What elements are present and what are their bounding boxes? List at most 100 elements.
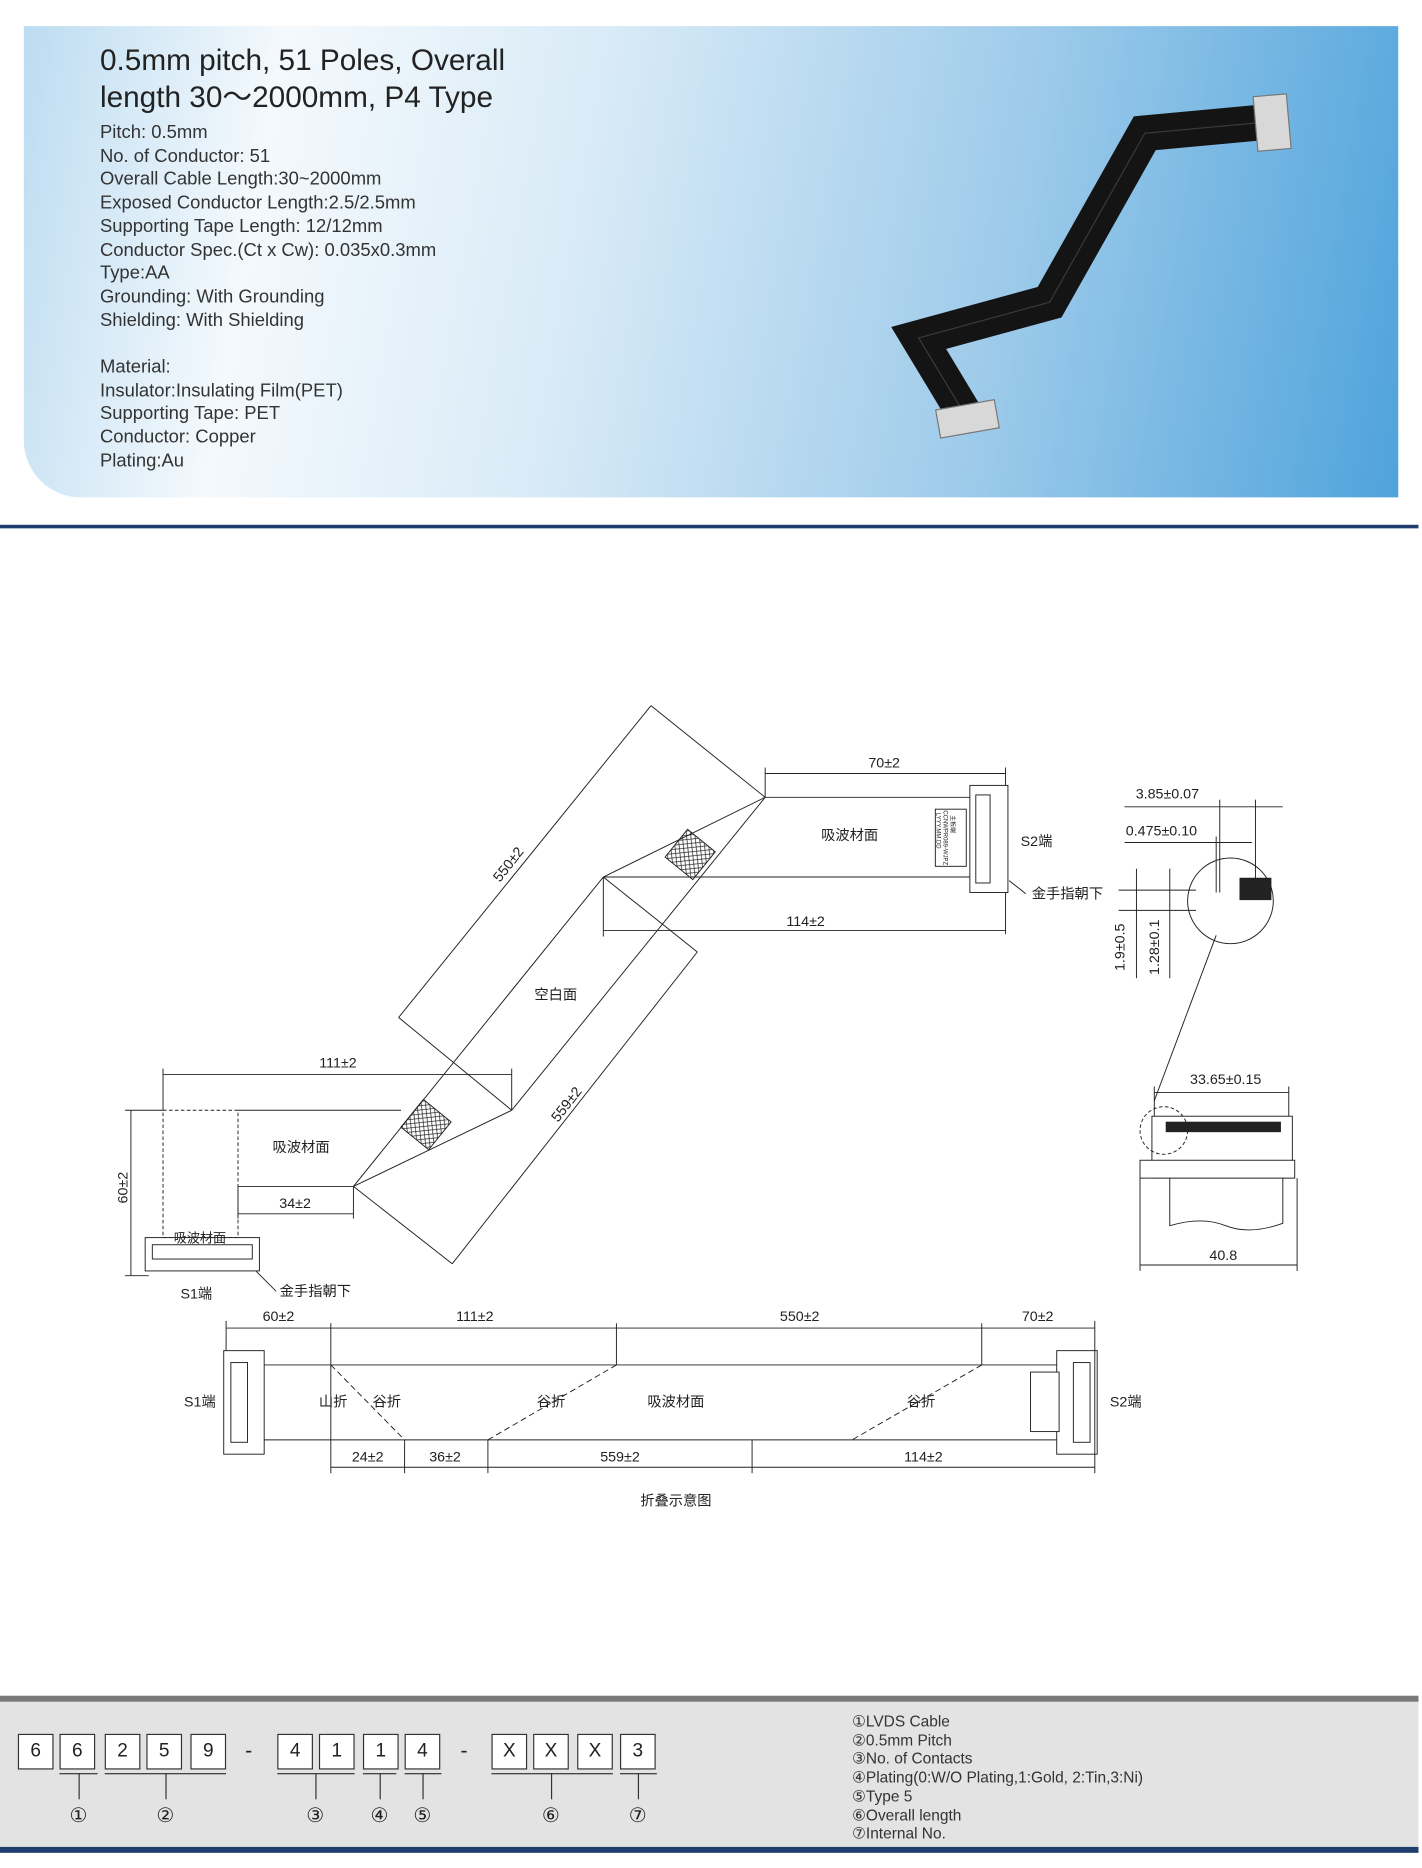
dim-114: 114±2 [786, 914, 825, 930]
pn-marker: ③ [306, 1804, 325, 1827]
folding-caption: 折叠示意图 [640, 1491, 711, 1509]
svg-text:LYYY.MM.DD: LYYY.MM.DD [935, 813, 941, 849]
spec-item: Grounding: With Grounding [99, 286, 325, 307]
material-item: Plating:Au [99, 450, 185, 472]
pn-marker: ⑦ [628, 1804, 647, 1827]
absorb-face-label: 吸波材面 [174, 1230, 226, 1245]
part-number-band: 6 6 2 5 9 - 4 1 1 4 - X X X 3 ① ② ③ ④ ⑤ … [0, 1695, 1419, 1847]
fold-dim: 111±2 [456, 1309, 494, 1325]
gold-finger-label: 金手指朝下 [1032, 885, 1103, 902]
upper-strip [353, 705, 1027, 1265]
pn-marker: ④ [370, 1804, 389, 1827]
pn-box: X [491, 1733, 528, 1770]
dim-34: 34±2 [279, 1196, 311, 1212]
mountain-fold-label: 山折 [319, 1394, 348, 1411]
header-banner: 0.5mm pitch, 51 Poles, Overall length 30… [23, 26, 1399, 498]
dim-111: 111±2 [319, 1055, 357, 1071]
s1-end-label: S1端 [180, 1285, 212, 1302]
dim-33-65: 33.65±0.15 [1190, 1072, 1261, 1088]
part-number-legend: ①LVDS Cable ②0.5mm Pitch ③No. of Contact… [852, 1712, 1143, 1843]
blank-face-label: 空白面 [534, 987, 577, 1004]
pn-box: X [533, 1733, 569, 1770]
folding-labels: 60±2 111±2 550±2 70±2 24±2 36±2 559±2 11… [184, 1309, 1142, 1509]
pn-box: X [577, 1733, 613, 1770]
fold-dim: 550±2 [780, 1309, 820, 1325]
material-item: Conductor: Copper [99, 427, 256, 448]
fold-dim: 559±2 [600, 1449, 640, 1465]
legend-item: ⑦Internal No. [852, 1824, 946, 1843]
spec-item: Conductor Spec.(Ct x Cw): 0.035x0.3mm [99, 239, 437, 261]
legend-item: ⑤Type 5 [852, 1787, 913, 1806]
dim-1-9: 1.9±0.5 [1113, 923, 1129, 971]
legend-item: ①LVDS Cable [852, 1712, 950, 1731]
technical-drawing: 70±2 114±2 550±2 559±2 111±2 34±2 60±2 吸… [115, 705, 1298, 1509]
absorb-face-label: 吸波材面 [647, 1394, 704, 1411]
material-item: Material: [99, 357, 171, 378]
connector-label-text: 主板端 CCNWPR089-WJPZ LYYY.MM.DD [935, 810, 957, 865]
valley-fold-label: 谷折 [372, 1394, 401, 1411]
pn-separator: - [460, 1738, 468, 1763]
footer-bar [0, 1846, 1419, 1853]
material-item: Supporting Tape: PET [99, 403, 281, 425]
pn-box: 6 [17, 1733, 54, 1770]
dim-559: 559±2 [549, 1084, 586, 1125]
dim-40-8: 40.8 [1209, 1248, 1237, 1264]
pn-box: 2 [104, 1733, 141, 1770]
legend-item: ⑥Overall length [852, 1805, 962, 1824]
fold-dim: 36±2 [429, 1449, 461, 1465]
dim-70: 70±2 [868, 756, 900, 772]
absorb-face-label: 吸波材面 [821, 827, 878, 844]
cable-photo [891, 93, 1292, 439]
detail-view [1118, 799, 1298, 1271]
dim-0-475: 0.475±0.10 [1126, 823, 1197, 839]
valley-fold-label: 谷折 [907, 1394, 936, 1411]
dim-60: 60±2 [115, 1172, 131, 1204]
dim-3-85: 3.85±0.07 [1136, 786, 1199, 802]
spec-item: Supporting Tape Length: 12/12mm [99, 216, 383, 237]
s2-end-label: S2端 [1021, 833, 1053, 850]
pn-box: 1 [318, 1733, 355, 1770]
pn-box: 6 [59, 1733, 96, 1770]
legend-item: ②0.5mm Pitch [852, 1731, 952, 1749]
s2-end-label: S2端 [1110, 1394, 1142, 1411]
pn-box: 4 [404, 1733, 441, 1770]
dim-1-28: 1.28±0.1 [1147, 919, 1163, 974]
pn-box: 9 [190, 1733, 227, 1770]
spec-item: Shielding: With Shielding [99, 310, 305, 331]
absorb-face-label: 吸波材面 [273, 1139, 330, 1156]
product-title: 0.5mm pitch, 51 Poles, Overall length 30… [100, 43, 505, 117]
divider-line [0, 524, 1419, 529]
fold-dim: 60±2 [263, 1309, 295, 1325]
fold-dim: 24±2 [352, 1449, 384, 1465]
legend-item: ③No. of Contacts [852, 1749, 973, 1768]
pn-marker: ① [69, 1804, 88, 1827]
spec-item: Pitch: 0.5mm [99, 122, 208, 143]
fold-dim: 114±2 [904, 1449, 943, 1465]
pn-box: 5 [146, 1733, 183, 1770]
folding-diagram [223, 1320, 1098, 1474]
pn-box: 4 [277, 1733, 313, 1770]
left-strip [124, 1068, 513, 1292]
svg-text:主板端: 主板端 [949, 815, 957, 833]
pn-box: 3 [619, 1733, 656, 1770]
title-line: 0.5mm pitch, 51 Poles, Overall [99, 44, 506, 78]
spec-item: Exposed Conductor Length:2.5/2.5mm [99, 192, 416, 214]
fold-dim: 70±2 [1022, 1309, 1054, 1325]
pn-separator: - [245, 1738, 253, 1763]
valley-fold-label: 谷折 [537, 1394, 566, 1411]
material-item: Insulator:Insulating Film(PET) [99, 380, 343, 401]
detail-labels: 3.85±0.07 0.475±0.10 1.9±0.5 1.28±0.1 33… [1113, 786, 1262, 1264]
pn-marker: ⑤ [413, 1804, 432, 1827]
s1-end-label: S1端 [184, 1394, 216, 1411]
title-line: length 30～2000mm, P4 Type [99, 80, 494, 115]
svg-text:CCNWPR089-WJPZ: CCNWPR089-WJPZ [942, 810, 948, 865]
spec-item: Overall Cable Length:30~2000mm [99, 169, 382, 190]
gold-finger-label: 金手指朝下 [280, 1283, 351, 1300]
pn-box: 1 [362, 1733, 399, 1770]
spec-list: Pitch: 0.5mm No. of Conductor: 51 Overal… [100, 121, 436, 473]
legend-item: ④Plating(0:W/O Plating,1:Gold, 2:Tin,3:N… [852, 1768, 1144, 1787]
spec-item: Type:AA [99, 263, 170, 284]
spec-item: No. of Conductor: 51 [99, 146, 271, 167]
pn-marker: ② [156, 1804, 175, 1827]
